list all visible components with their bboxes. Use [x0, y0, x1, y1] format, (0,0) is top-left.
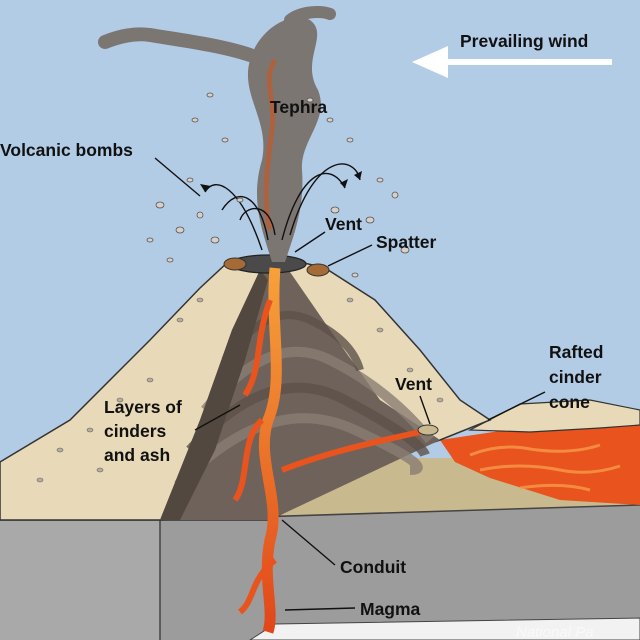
label-layers-line1: Layers of: [104, 397, 182, 417]
label-conduit: Conduit: [340, 557, 406, 577]
label-rafted-line3: cone: [549, 392, 590, 412]
conduit-magma: [258, 267, 282, 634]
feeder-dike: [280, 429, 421, 473]
label-magma: Magma: [360, 599, 421, 619]
leader-vent-side: [419, 395, 431, 425]
leader-magma: [284, 607, 356, 611]
label-vent-side: Vent: [395, 374, 432, 394]
lava-flow: [440, 420, 640, 505]
spatter-left: [223, 257, 247, 271]
leader-conduit: [281, 519, 336, 566]
ground-block-side: [160, 505, 640, 640]
label-layers-line3: and ash: [104, 445, 170, 465]
label-layers-line2: cinders: [104, 421, 167, 441]
wind-arrowhead: [412, 46, 448, 78]
label-vent-top: Vent: [325, 214, 362, 234]
cone-cross-section: [160, 270, 440, 520]
label-spatter: Spatter: [376, 232, 436, 252]
leader-layers: [194, 404, 241, 431]
leader-volcanic-bombs: [154, 157, 201, 197]
label-rafted-line2: cinder: [549, 367, 602, 387]
scattered-cinders: [146, 92, 410, 278]
label-volcanic-bombs: Volcanic bombs: [0, 140, 133, 160]
label-rafted-line1: Rafted: [549, 342, 603, 362]
leader-vent-top: [294, 231, 326, 253]
leader-rafted: [487, 391, 546, 421]
leader-spatter: [327, 244, 373, 267]
watermark: National Pa: [516, 624, 594, 640]
ground-block-front: [0, 520, 160, 640]
label-tephra: Tephra: [270, 97, 327, 117]
spatter-right: [306, 263, 330, 277]
label-prevailing-wind: Prevailing wind: [460, 31, 588, 51]
